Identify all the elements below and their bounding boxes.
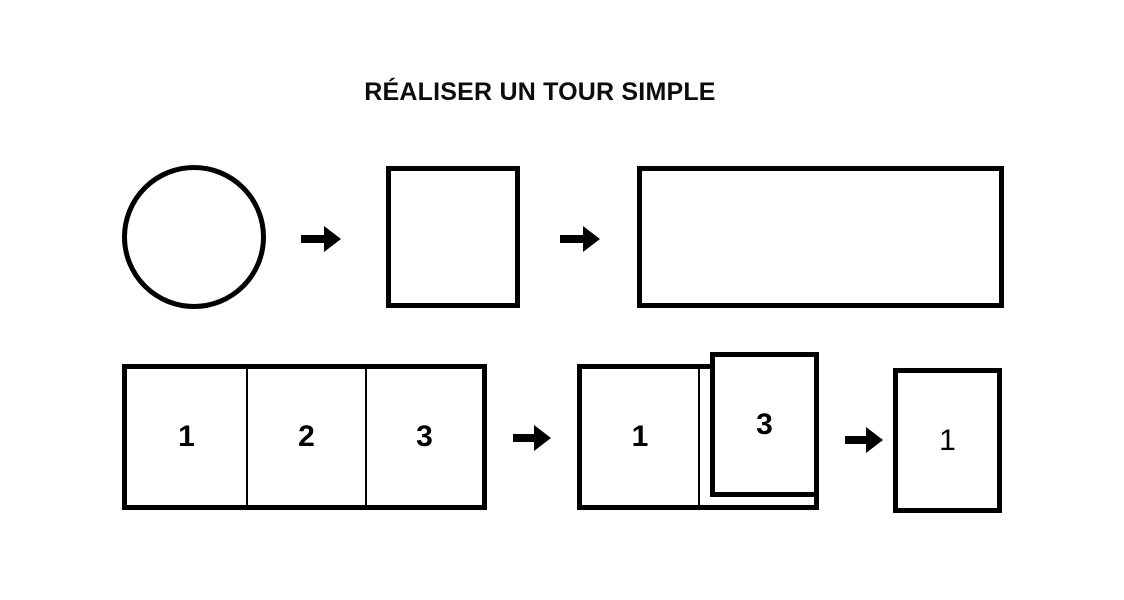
lifted-card-3-label: 3 xyxy=(756,407,773,441)
strip-cell-1-label: 1 xyxy=(178,420,195,453)
partial-cell-1-label: 1 xyxy=(631,420,649,453)
final-card-label: 1 xyxy=(939,423,956,457)
strip-cell-3-label: 3 xyxy=(416,420,433,453)
partial-cell-1: 1 xyxy=(582,369,698,505)
strip-cell-2-label: 2 xyxy=(298,420,315,453)
shape-rectangle xyxy=(637,166,1004,308)
strip-cell-3: 3 xyxy=(365,369,482,505)
shape-circle xyxy=(122,165,266,309)
final-card: 1 xyxy=(893,368,1002,513)
strip-cell-2: 2 xyxy=(246,369,365,505)
page-title: RÉALISER UN TOUR SIMPLE xyxy=(364,78,716,106)
lifted-card-3: 3 xyxy=(710,352,819,497)
shape-square xyxy=(386,166,520,308)
card-strip: 1 2 3 xyxy=(122,364,487,510)
strip-cell-1: 1 xyxy=(127,369,246,505)
